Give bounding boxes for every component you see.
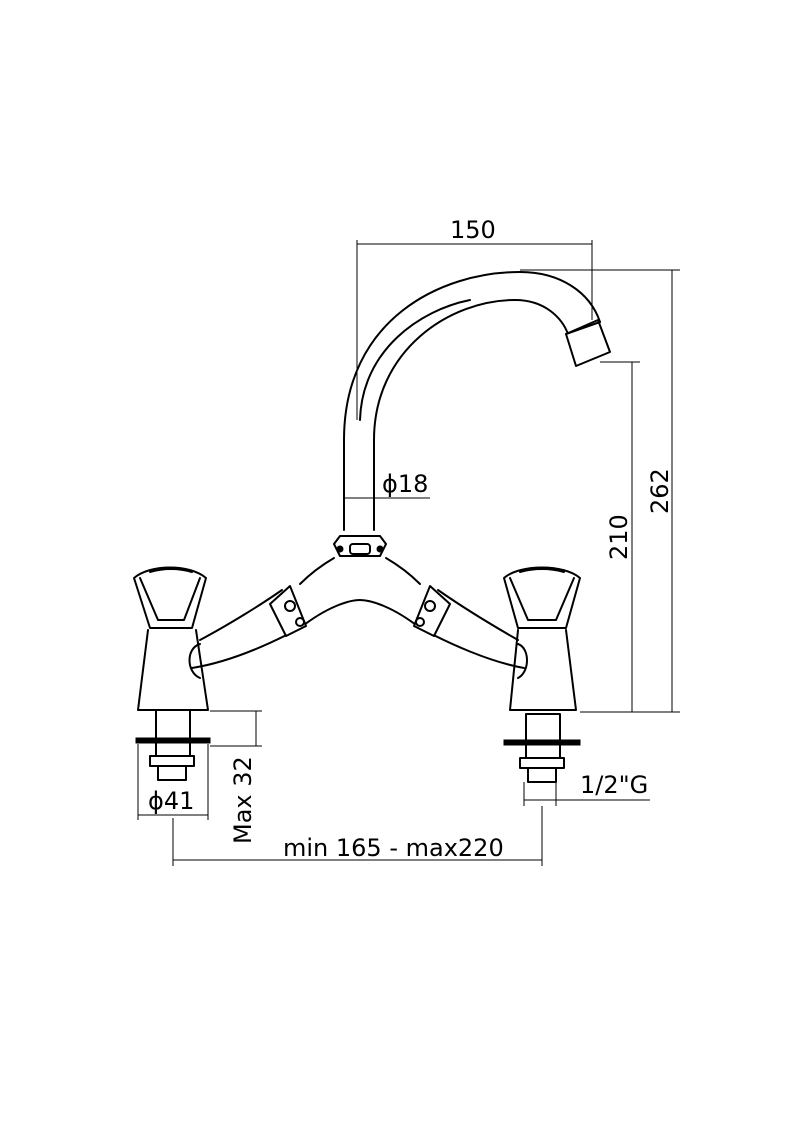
dim-outlet-height: 210 [605, 514, 633, 560]
dim-total-height: 262 [646, 468, 674, 514]
dim-max-deck-thickness: Max 32 [229, 756, 257, 844]
spout [343, 271, 611, 531]
dim-base-diameter: ϕ41 [148, 787, 194, 815]
dim-spout-reach: 150 [450, 216, 496, 244]
dim-center-distance: min 165 - max220 [283, 834, 504, 862]
dim-spout-diameter: ϕ18 [382, 470, 428, 498]
dim-thread-size: 1/2"G [580, 771, 648, 799]
right-valve [503, 566, 581, 783]
bridge-arms [191, 557, 525, 669]
spout-collar [333, 535, 387, 557]
left-valve [133, 566, 211, 781]
dimension-lines [137, 240, 680, 866]
faucet-outline [133, 271, 611, 783]
